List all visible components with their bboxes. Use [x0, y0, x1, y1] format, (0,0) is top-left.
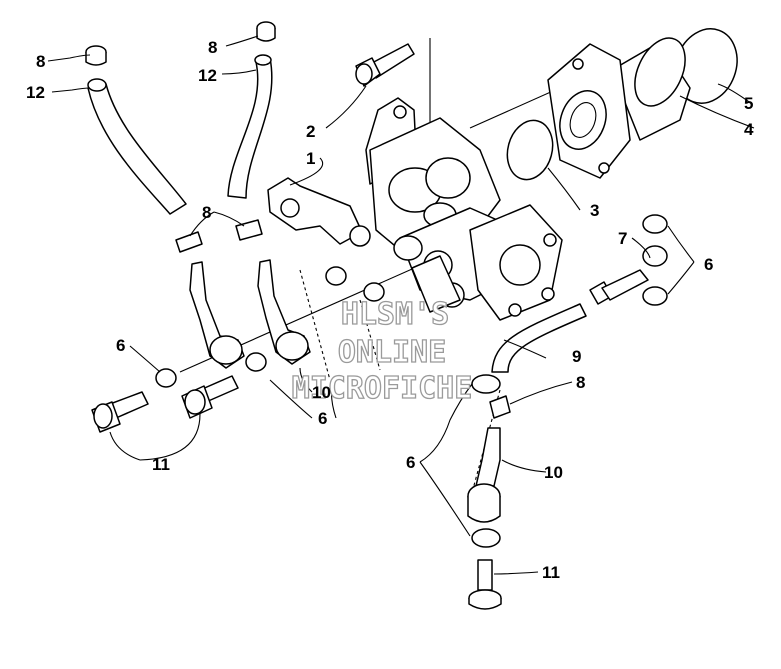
- callout-6-right: 6: [704, 255, 713, 274]
- washer-6-left: [155, 368, 177, 388]
- washer-6-lower-bottom: [471, 528, 501, 548]
- callout-6-lower: 6: [406, 453, 415, 472]
- callout-labels: 8 12 8 12 2 1 5 4 3 8 7 6 6 9 8 10 6 11 …: [26, 38, 754, 582]
- washer-6-mid: [245, 352, 267, 372]
- port-washer-left: [325, 266, 347, 286]
- bolt-2: [355, 43, 415, 87]
- hose-12-left: [87, 78, 187, 215]
- callout-6-mid: 6: [318, 409, 327, 428]
- hose-12-right: [227, 54, 273, 199]
- oil-pump-body: [365, 97, 563, 321]
- callout-11-left: 11: [152, 455, 170, 474]
- callout-2: 2: [306, 122, 315, 141]
- banjo-fitting-right: [257, 259, 311, 365]
- callout-6-left: 6: [116, 336, 125, 355]
- callout-12-right: 12: [198, 66, 217, 85]
- callout-12-left: 12: [26, 83, 45, 102]
- watermark-line-1: HLSM'S: [341, 297, 449, 332]
- control-lever-1: [267, 177, 371, 247]
- callout-10-left: 10: [312, 383, 331, 402]
- callout-4: 4: [744, 120, 754, 139]
- washer-6-right-top: [642, 214, 668, 234]
- callout-8-lower: 8: [576, 373, 585, 392]
- callout-8-top-left: 8: [36, 52, 45, 71]
- banjo-bolt-11-b: [181, 375, 239, 419]
- pump-housing-4: [547, 37, 691, 179]
- port-washer-right: [363, 282, 385, 302]
- banjo-fitting-lower: [467, 427, 501, 523]
- washer-6-lower-top: [471, 374, 501, 394]
- leader-lines: [47, 35, 755, 575]
- callout-11-lower: 11: [542, 563, 560, 582]
- callout-9: 9: [572, 347, 581, 366]
- watermark-line-3: MICROFICHE: [292, 371, 473, 406]
- gasket-3: [506, 119, 554, 181]
- watermark-line-2: ONLINE: [338, 335, 446, 370]
- callout-8-top-right: 8: [208, 38, 217, 57]
- callout-10-lower: 10: [544, 463, 563, 482]
- callout-3: 3: [590, 201, 599, 220]
- callout-5: 5: [744, 94, 753, 113]
- clamp-8-top-left: [85, 45, 107, 66]
- banjo-bolt-11-lower: [468, 559, 502, 610]
- banjo-fitting-left: [189, 261, 245, 369]
- callout-8-mid: 8: [202, 203, 211, 222]
- hose-9: [491, 303, 587, 373]
- callout-1: 1: [306, 149, 315, 168]
- clamp-8-top-right: [256, 21, 276, 42]
- watermark: HLSM'S ONLINE MICROFICHE: [291, 296, 473, 406]
- washer-6-right-bottom: [642, 286, 668, 306]
- clamp-8-mid-left: [175, 231, 203, 253]
- callout-7: 7: [618, 229, 627, 248]
- banjo-bolt-7: [601, 245, 668, 301]
- banjo-bolt-11-a: [91, 391, 149, 433]
- clamp-8-lower: [489, 395, 511, 419]
